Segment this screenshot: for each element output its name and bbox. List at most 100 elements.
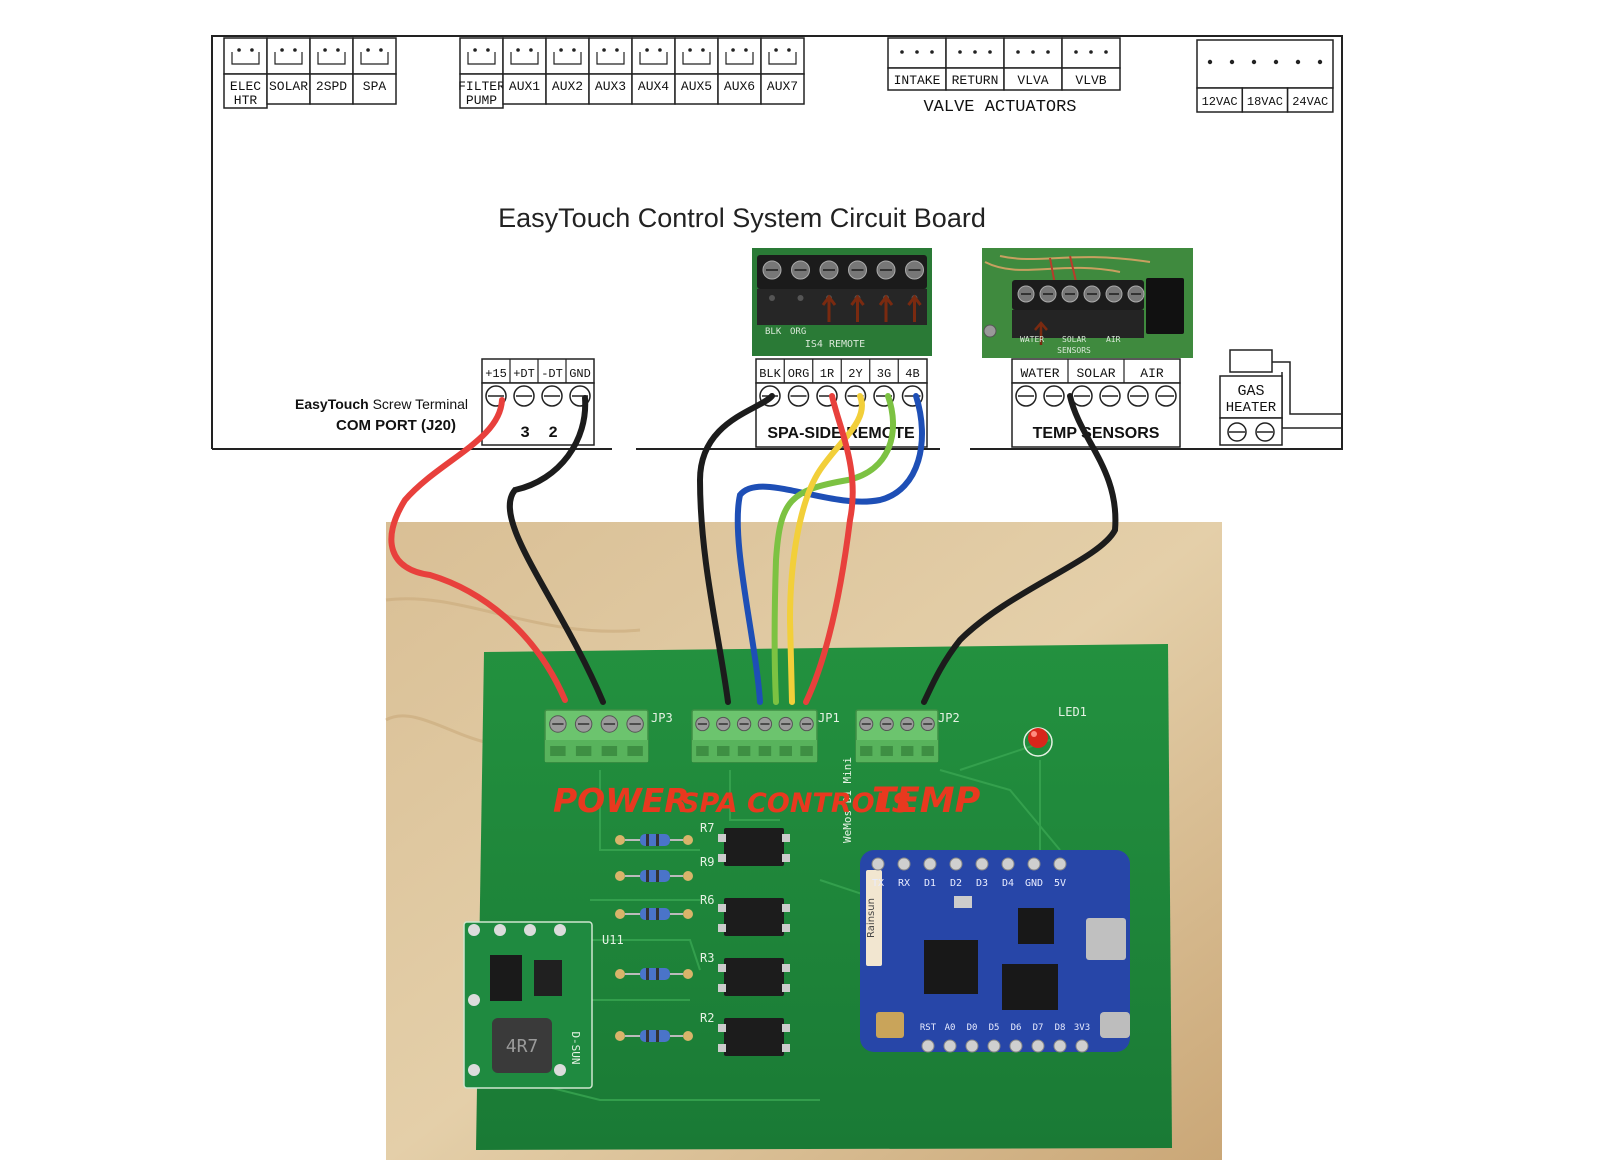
relay-aux6: AUX6 — [717, 37, 762, 105]
relay-aux2: AUX2 — [545, 37, 590, 105]
valve-actuators-title: VALVE ACTUATORS — [923, 98, 1076, 117]
com-pin-dt: +DT — [513, 367, 535, 381]
relay-aux5: AUX5 — [674, 37, 719, 105]
wire-green-spa — [771, 393, 896, 705]
wire-red-power — [388, 397, 568, 703]
jp3-terminal — [544, 709, 649, 763]
temp-pin-air: AIR — [1140, 366, 1164, 381]
resistor-r2: R2 — [700, 1011, 714, 1025]
pcb-photo: JP3 JP1 JP2 WeMos D1 Mini LED1 POWER SPA… — [385, 393, 1222, 1160]
resistor-r9: R9 — [700, 855, 714, 869]
valve-vlvb: VLVB — [1061, 37, 1121, 91]
com-port-number-2: 2 — [548, 424, 558, 442]
wemos-pin-a0: A0 — [945, 1023, 956, 1033]
wire-black-temp — [921, 393, 1119, 705]
relay-filter-pump-label: FILTER — [458, 79, 505, 94]
temp-sensors-terminal: WATER SOLAR AIR TEMP SENSORS — [1011, 358, 1181, 448]
com-pin-dt: -DT — [541, 367, 563, 381]
spa-pin-blk: BLK — [759, 367, 781, 381]
wemos-pin-d5: D5 — [989, 1023, 1000, 1033]
wemos-pin-gnd: GND — [1025, 878, 1043, 889]
wire-blue-spa — [734, 393, 925, 705]
valve-label: VLVA — [1017, 73, 1048, 88]
optocoupler-array — [718, 828, 790, 1056]
valve-label: INTAKE — [894, 73, 941, 88]
annotation-temp: TEMP — [872, 781, 981, 821]
temp-sensors-label: TEMP SENSORS — [1033, 425, 1160, 442]
jp3-label: JP3 — [651, 711, 673, 725]
gas-heater-label-2: HEATER — [1226, 400, 1277, 416]
relay-aux6-label: AUX6 — [724, 79, 755, 94]
jp2-terminal — [855, 709, 939, 763]
relay-aux7: AUX7 — [760, 37, 805, 105]
ac-label-18vac: 18VAC — [1247, 95, 1283, 109]
annotation-power: POWER — [553, 781, 690, 820]
wire-yellow-spa — [786, 393, 865, 705]
wemos-pin-tx: TX — [872, 878, 884, 889]
wemos-pin-d0: D0 — [967, 1023, 978, 1033]
gas-heater-label-1: GAS — [1237, 383, 1264, 400]
jp1-label: JP1 — [818, 711, 840, 725]
com-port-terminal: EasyTouch Screw Terminal COM PORT (J20) … — [295, 358, 595, 446]
board-title: EasyTouch Control System Circuit Board — [498, 203, 986, 233]
relay-aux1: AUX1 — [502, 37, 547, 105]
relay-2spd: 2SPD — [309, 37, 354, 105]
jp2-label: JP2 — [938, 711, 960, 725]
temp-sensors-photo: WATER SOLAR AIR SENSORS — [982, 248, 1193, 358]
wemos-pin-3v3: 3V3 — [1074, 1023, 1090, 1033]
com-pin-15: +15 — [485, 367, 507, 381]
spa-photo-is4: IS4 REMOTE — [805, 339, 865, 350]
wemos-pin-d2: D2 — [950, 878, 962, 889]
relay-aux2-label: AUX2 — [552, 79, 583, 94]
valve-intake: INTAKE — [887, 37, 947, 91]
svg-text:EasyTouch Screw Terminal: EasyTouch Screw Terminal — [295, 396, 468, 412]
spa-pin-3g: 3G — [877, 367, 891, 381]
resistor-r7: R7 — [700, 821, 714, 835]
resistor-array — [615, 834, 693, 1042]
spa-pin-2y: 2Y — [848, 367, 862, 381]
spa-photo-blk: BLK — [765, 327, 782, 337]
wire-red-spa — [803, 393, 856, 705]
valve-vlva: VLVA — [1003, 37, 1063, 91]
regulator-ref: U11 — [602, 933, 624, 947]
relay-aux1-label: AUX1 — [509, 79, 540, 94]
relay-elec-htr-label: ELEC — [230, 79, 261, 94]
spa-photo-org: ORG — [790, 327, 806, 337]
wemos-pin-rx: RX — [898, 878, 910, 889]
wire-black-spa — [696, 393, 775, 705]
wemos-pin-d4: D4 — [1002, 878, 1014, 889]
inductor-label: 4R7 — [506, 1036, 539, 1057]
temp-photo-solar: SOLAR — [1062, 335, 1086, 344]
com-pin-gnd: GND — [569, 367, 591, 381]
wemos-pin-d6: D6 — [1011, 1023, 1022, 1033]
wemos-pin-rst: RST — [920, 1023, 937, 1033]
relay-filter-pump-label: PUMP — [466, 93, 497, 108]
wire-black-power — [506, 395, 606, 705]
com-port-number-3: 3 — [520, 424, 530, 442]
led1-label: LED1 — [1058, 705, 1087, 719]
relay-spa-label: SPA — [363, 79, 387, 94]
temp-photo-air: AIR — [1106, 335, 1121, 344]
spa-remote-photo: BLK ORG IS4 REMOTE — [752, 248, 932, 356]
relay-aux3-label: AUX3 — [595, 79, 626, 94]
ac-label-24vac: 24VAC — [1292, 95, 1328, 109]
relay-solar-label: SOLAR — [269, 79, 308, 94]
wemos-pin-d8: D8 — [1055, 1023, 1066, 1033]
temp-pin-water: WATER — [1020, 366, 1059, 381]
wemos-brand: Rainsun — [866, 898, 877, 938]
jp1-terminal — [691, 709, 818, 763]
relay-spa: SPA — [352, 37, 397, 105]
ac-label-12vac: 12VAC — [1202, 95, 1238, 109]
wemos-pin-d3: D3 — [976, 878, 988, 889]
spa-pin-org: ORG — [788, 367, 810, 381]
wemos-pin-d7: D7 — [1033, 1023, 1044, 1033]
temp-pin-solar: SOLAR — [1076, 366, 1115, 381]
wemos-pin-d1: D1 — [924, 878, 936, 889]
